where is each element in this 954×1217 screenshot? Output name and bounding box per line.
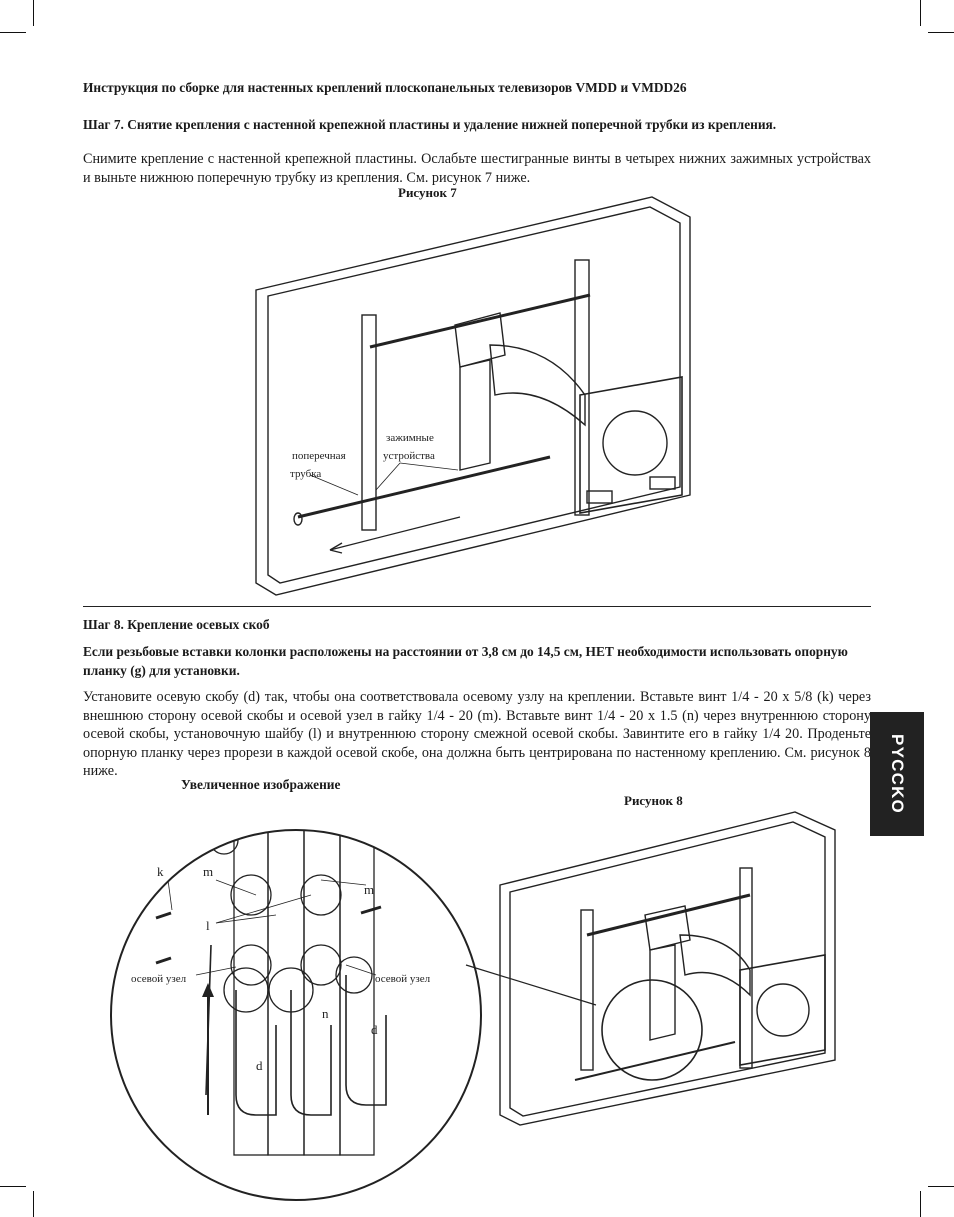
label-crossbar-line2: трубка [290, 468, 322, 480]
figure7-caption: Рисунок 7 [398, 185, 457, 200]
figure8-caption: Рисунок 8 [624, 793, 683, 808]
enlarged-caption: Увеличенное изображение [181, 777, 341, 792]
step7-heading: Шаг 7. Снятие крепления с настенной креп… [83, 117, 777, 132]
crop-mark [0, 32, 26, 33]
label-d-right: d [371, 1022, 378, 1037]
label-m-left: m [203, 864, 214, 879]
label-crossbar-line1: поперечная [292, 450, 346, 462]
label-clamps-line2: устройства [383, 450, 435, 462]
figure8-detail-illustration [110, 829, 597, 1201]
label-clamps-line1: зажимные [386, 432, 434, 444]
crop-mark [920, 0, 921, 26]
document-title: Инструкция по сборке для настенных крепл… [83, 80, 687, 95]
crop-mark [920, 1191, 921, 1217]
step8-note: Если резьбовые вставки колонки расположе… [83, 644, 848, 678]
crop-mark [928, 32, 954, 33]
label-n: n [322, 1006, 329, 1021]
crop-mark [928, 1186, 954, 1187]
step8-heading: Шаг 8. Крепление осевых скоб [83, 617, 270, 632]
figure8-overview-illustration [499, 811, 836, 1126]
label-pivot-right: осевой узел [375, 973, 431, 985]
figure7-illustration [255, 196, 691, 596]
label-pivot-left: осевой узел [131, 973, 187, 985]
crop-mark [33, 0, 34, 26]
crop-mark [33, 1191, 34, 1217]
step7-body: Снимите крепление с настенной крепежной … [83, 151, 871, 186]
label-k: k [157, 864, 164, 879]
label-m-right: m [364, 882, 375, 897]
label-l: l [206, 918, 210, 933]
label-d-left: d [256, 1058, 263, 1073]
step8-body: Установите осевую скобу (d) так, чтобы о… [83, 689, 871, 779]
language-tab: PYCCKO [870, 712, 924, 836]
section-divider [83, 606, 871, 607]
language-tab-label: PYCCKO [888, 734, 907, 814]
crop-mark [0, 1186, 26, 1187]
